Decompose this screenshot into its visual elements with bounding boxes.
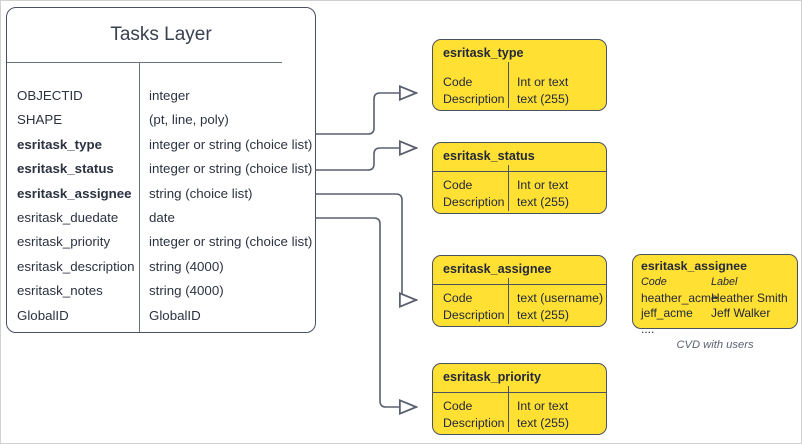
- table-row: esritask_notes string (4000): [7, 279, 315, 303]
- field-type: date: [149, 209, 175, 225]
- field-type: string (4000): [149, 283, 224, 299]
- domain-left-column: Code Description: [443, 398, 505, 431]
- domain-left-line-1: Code: [443, 75, 473, 89]
- domain-right-line-1: text (username): [517, 291, 604, 305]
- field-name: esritask_duedate: [17, 209, 119, 225]
- domain-left-line-2: Description: [443, 415, 505, 430]
- cvd-caption: CVD with users: [676, 339, 754, 351]
- domain-left-line-2: Description: [443, 307, 505, 322]
- cvd-box-esritask-assignee: esritask_assignee Code heather_acme jeff…: [632, 254, 798, 336]
- cvd-code-value-1: heather_acme: [641, 290, 718, 305]
- table-row: esritask_description string (4000): [7, 255, 315, 279]
- table-row: OBJECTID integer: [7, 84, 315, 108]
- domain-column-divider: [508, 165, 509, 211]
- domain-title: esritask_assignee: [443, 262, 552, 276]
- cvd-label-value-2: Jeff Walker: [711, 306, 771, 320]
- domain-left-column: Code Description: [443, 290, 505, 323]
- domain-right-line-1: Int or text: [517, 399, 569, 413]
- domain-right-column: text (username) text (255): [517, 290, 603, 323]
- field-type: integer or string (choice list): [149, 161, 313, 177]
- field-type: string (choice list): [149, 185, 253, 201]
- domain-left-column: Code Description: [443, 74, 505, 107]
- field-name: esritask_status: [17, 161, 114, 177]
- domain-header-divider: [433, 284, 606, 285]
- domain-right-line-1: Int or text: [517, 75, 569, 89]
- field-name: OBJECTID: [17, 88, 83, 103]
- domain-left-line-1: Code: [443, 291, 473, 305]
- domain-column-divider: [508, 278, 509, 324]
- cvd-label-column: Label Heather Smith Jeff Walker: [711, 275, 788, 322]
- domain-right-line-2: text (255): [517, 91, 569, 106]
- table-row: esritask_assignee string (choice list): [7, 182, 315, 206]
- entity-column-divider: [139, 62, 140, 332]
- domain-right-line-2: text (255): [517, 415, 569, 430]
- domain-right-column: Int or text text (255): [517, 177, 569, 210]
- domain-header-divider: [433, 171, 606, 172]
- table-row: esritask_priority integer or string (cho…: [7, 230, 315, 254]
- domain-title: esritask_type: [443, 46, 524, 60]
- domain-right-line-1: Int or text: [517, 178, 569, 192]
- domain-title: esritask_status: [443, 149, 535, 163]
- field-name: SHAPE: [17, 112, 63, 128]
- connector-priority: [316, 217, 417, 407]
- field-name: esritask_type: [17, 136, 103, 152]
- domain-left-line-1: Code: [443, 178, 473, 192]
- cvd-title: esritask_assignee: [641, 259, 747, 273]
- domain-box-esritask-priority: esritask_priority Code Description Int o…: [432, 363, 607, 435]
- domain-right-column: Int or text text (255): [517, 74, 569, 107]
- table-row: SHAPE (pt, line, poly): [7, 108, 315, 132]
- field-type: (pt, line, poly): [149, 112, 229, 128]
- entity-tasks-layer: Tasks Layer OBJECTID integer SHAPE (pt, …: [6, 7, 316, 333]
- table-row: esritask_type integer or string (choice …: [7, 133, 315, 157]
- cvd-label-header: Label: [711, 276, 738, 288]
- domain-left-line-2: Description: [443, 91, 505, 106]
- connector-type: [316, 93, 417, 135]
- table-row: esritask_duedate date: [7, 206, 315, 230]
- field-type: GlobalID: [149, 307, 201, 323]
- entity-field-list: OBJECTID integer SHAPE (pt, line, poly) …: [7, 62, 315, 328]
- field-type: integer: [149, 88, 190, 103]
- domain-box-esritask-assignee: esritask_assignee Code Description text …: [432, 255, 607, 327]
- field-type: string (4000): [149, 258, 224, 274]
- field-type: integer or string (choice list): [149, 234, 313, 250]
- table-row: esritask_status integer or string (choic…: [7, 157, 315, 181]
- domain-column-divider: [508, 62, 509, 108]
- entity-header-divider: [7, 62, 282, 63]
- field-name: esritask_description: [17, 258, 135, 274]
- field-name: esritask_assignee: [17, 185, 132, 201]
- cvd-label-value-1: Heather Smith: [711, 290, 788, 305]
- field-name: esritask_notes: [17, 283, 103, 299]
- domain-right-column: Int or text text (255): [517, 398, 569, 431]
- domain-left-line-1: Code: [443, 399, 473, 413]
- domain-left-line-2: Description: [443, 194, 505, 209]
- cvd-code-header: Code: [641, 276, 667, 288]
- domain-right-line-2: text (255): [517, 307, 569, 322]
- field-type: integer or string (choice list): [149, 136, 313, 152]
- cvd-code-column: Code heather_acme jeff_acme ....: [641, 275, 718, 337]
- domain-box-esritask-status: esritask_status Code Description Int or …: [432, 142, 607, 214]
- cvd-code-value-2: jeff_acme: [641, 306, 693, 320]
- domain-title: esritask_priority: [443, 370, 542, 384]
- connector-status: [316, 148, 417, 171]
- cvd-code-value-3: ....: [641, 321, 655, 336]
- domain-box-esritask-type: esritask_type Code Description Int or te…: [432, 39, 607, 111]
- page-title: Tasks Layer: [110, 24, 212, 45]
- connector-assignee: [316, 193, 417, 300]
- domain-left-column: Code Description: [443, 177, 505, 210]
- domain-header-divider: [433, 392, 606, 393]
- domain-right-line-2: text (255): [517, 194, 569, 209]
- field-name: GlobalID: [17, 307, 69, 323]
- field-name: esritask_priority: [17, 234, 111, 250]
- table-row: GlobalID GlobalID: [7, 304, 315, 328]
- domain-column-divider: [508, 386, 509, 432]
